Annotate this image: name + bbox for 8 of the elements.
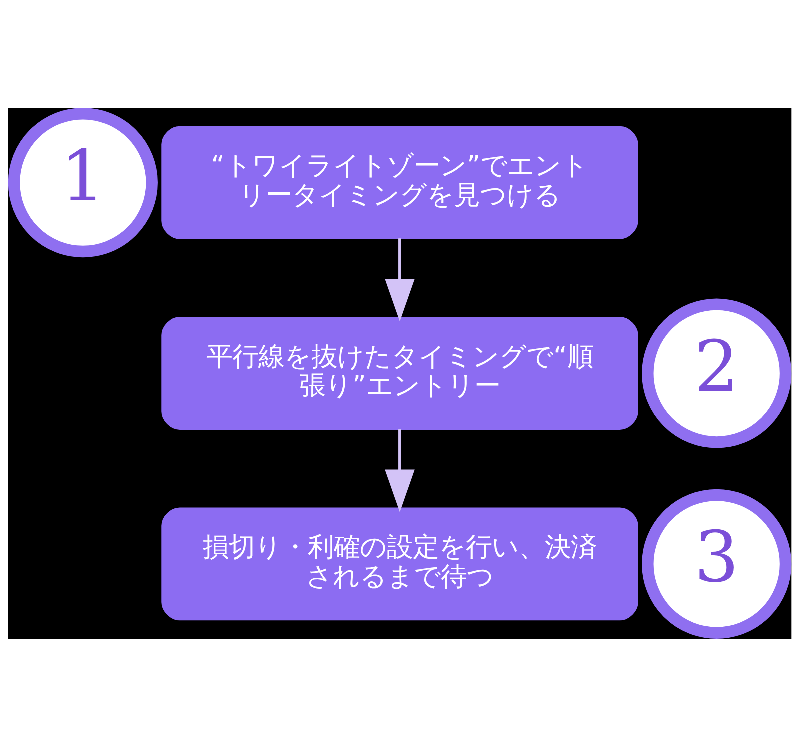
node-circle: 1: [8, 108, 158, 258]
arrow: [385, 238, 415, 322]
node-circle: 3: [642, 488, 792, 638]
node-box: 平行線を抜けたタイミングで“順張り”エントリー: [162, 316, 638, 430]
node-box: “トワイライトゾーン”でエントリータイミングを見つける: [162, 126, 638, 239]
node-box: 損切り・利確の設定を行い、決済されるまで待つ: [162, 507, 638, 620]
arrow: [385, 428, 415, 512]
node-circle: 2: [642, 298, 792, 448]
